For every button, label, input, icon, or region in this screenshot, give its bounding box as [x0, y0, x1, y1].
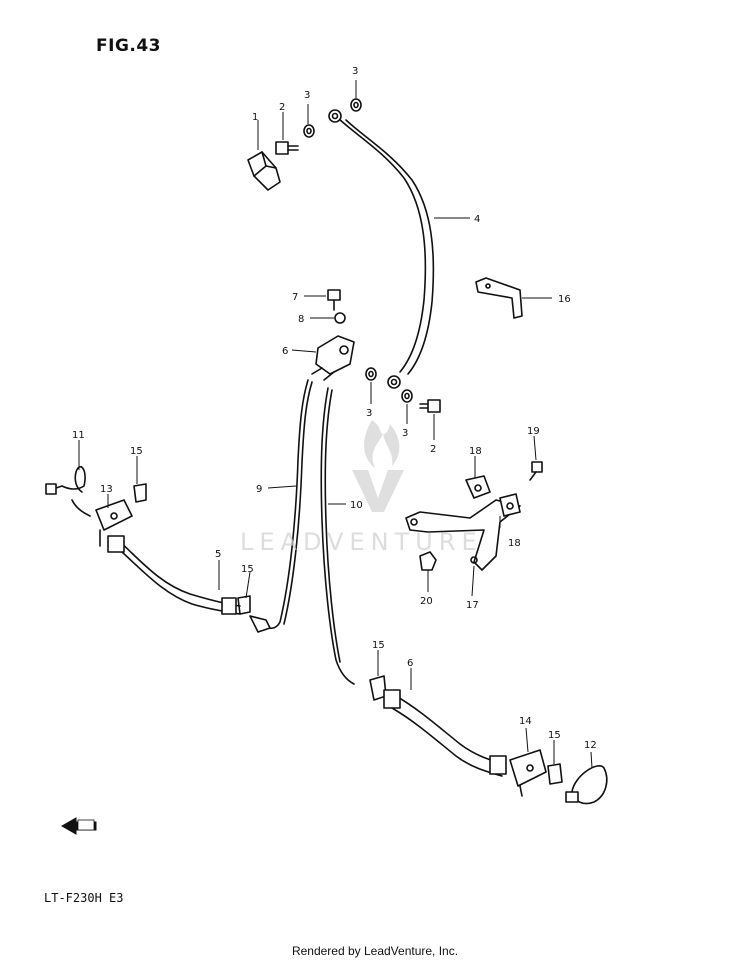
hose-clamp-bracket-part: [509, 749, 547, 797]
callout-13: 13: [100, 484, 113, 495]
hose-clip-part: [133, 483, 147, 503]
callout-9: 9: [256, 484, 262, 495]
front-direction-arrow-icon: [60, 817, 97, 835]
brake-hose-right-part: [565, 765, 608, 805]
front-brake-hose-left-part: [107, 535, 271, 633]
brake-pipe-right-part: [320, 387, 355, 685]
washer-part: [365, 367, 377, 381]
callout-18: 18: [469, 446, 482, 457]
callout-2: 2: [279, 102, 285, 113]
callout-8: 8: [298, 314, 304, 325]
callout-17: 17: [466, 600, 479, 611]
callout-7: 7: [292, 292, 298, 303]
callout-16: 16: [558, 294, 571, 305]
brake-hose-main-part: [328, 109, 435, 389]
callout-2: 2: [430, 444, 436, 455]
callout-labels: 1 2 3 3 4 16 7 8 6 3 3 2 9 10 11 15 13 5…: [72, 66, 597, 751]
callout-3: 3: [304, 90, 310, 101]
washer-part: [350, 98, 362, 112]
union-bolt-part: [327, 289, 341, 311]
callout-15: 15: [241, 564, 254, 575]
callout-15: 15: [130, 446, 143, 457]
callout-15: 15: [548, 730, 561, 741]
callout-3: 3: [352, 66, 358, 77]
callout-19: 19: [527, 426, 540, 437]
pipe-clamp-part: [499, 493, 521, 517]
leader-lines: [78, 80, 593, 769]
nut-part: [419, 551, 437, 571]
callout-6: 6: [282, 346, 288, 357]
union-block-part: [247, 151, 281, 191]
leadventure-logo-icon: [352, 420, 404, 512]
hose-clip-part: [547, 763, 563, 785]
callout-14: 14: [519, 716, 532, 727]
callout-10: 10: [350, 500, 363, 511]
brake-pipe-left-part: [261, 379, 313, 630]
callout-3: 3: [366, 408, 372, 419]
hose-support-bracket-part: [405, 499, 521, 571]
washer-part: [303, 124, 315, 138]
bolt-part: [419, 399, 441, 413]
callout-18: 18: [508, 538, 521, 549]
figure-title: FIG.43: [96, 36, 162, 56]
callout-5: 5: [215, 549, 221, 560]
brake-hose-left-part: [45, 466, 91, 517]
bolt-part: [529, 461, 543, 481]
callout-6: 6: [407, 658, 413, 669]
callout-1: 1: [252, 112, 258, 123]
callout-4: 4: [474, 214, 480, 225]
hose-clip-part: [237, 595, 251, 615]
washer-part: [401, 389, 413, 403]
callout-3: 3: [402, 428, 408, 439]
hose-clamp-bracket-part: [95, 499, 133, 547]
callout-12: 12: [584, 740, 597, 751]
bolt-part: [275, 141, 299, 155]
callout-11: 11: [72, 430, 85, 441]
hose-bracket-part: [475, 277, 523, 319]
footer-credit: Rendered by LeadVenture, Inc.: [291, 944, 459, 958]
watermark-text: LEADVENTURE: [240, 528, 483, 556]
front-brake-hose-right-part: [383, 689, 507, 777]
three-way-joint-part: [311, 335, 355, 381]
washer-part: [334, 312, 346, 324]
pipe-clamp-part: [465, 475, 491, 499]
model-code: LT-F230H E3: [44, 891, 124, 905]
callout-20: 20: [420, 596, 433, 607]
callout-15: 15: [372, 640, 385, 651]
